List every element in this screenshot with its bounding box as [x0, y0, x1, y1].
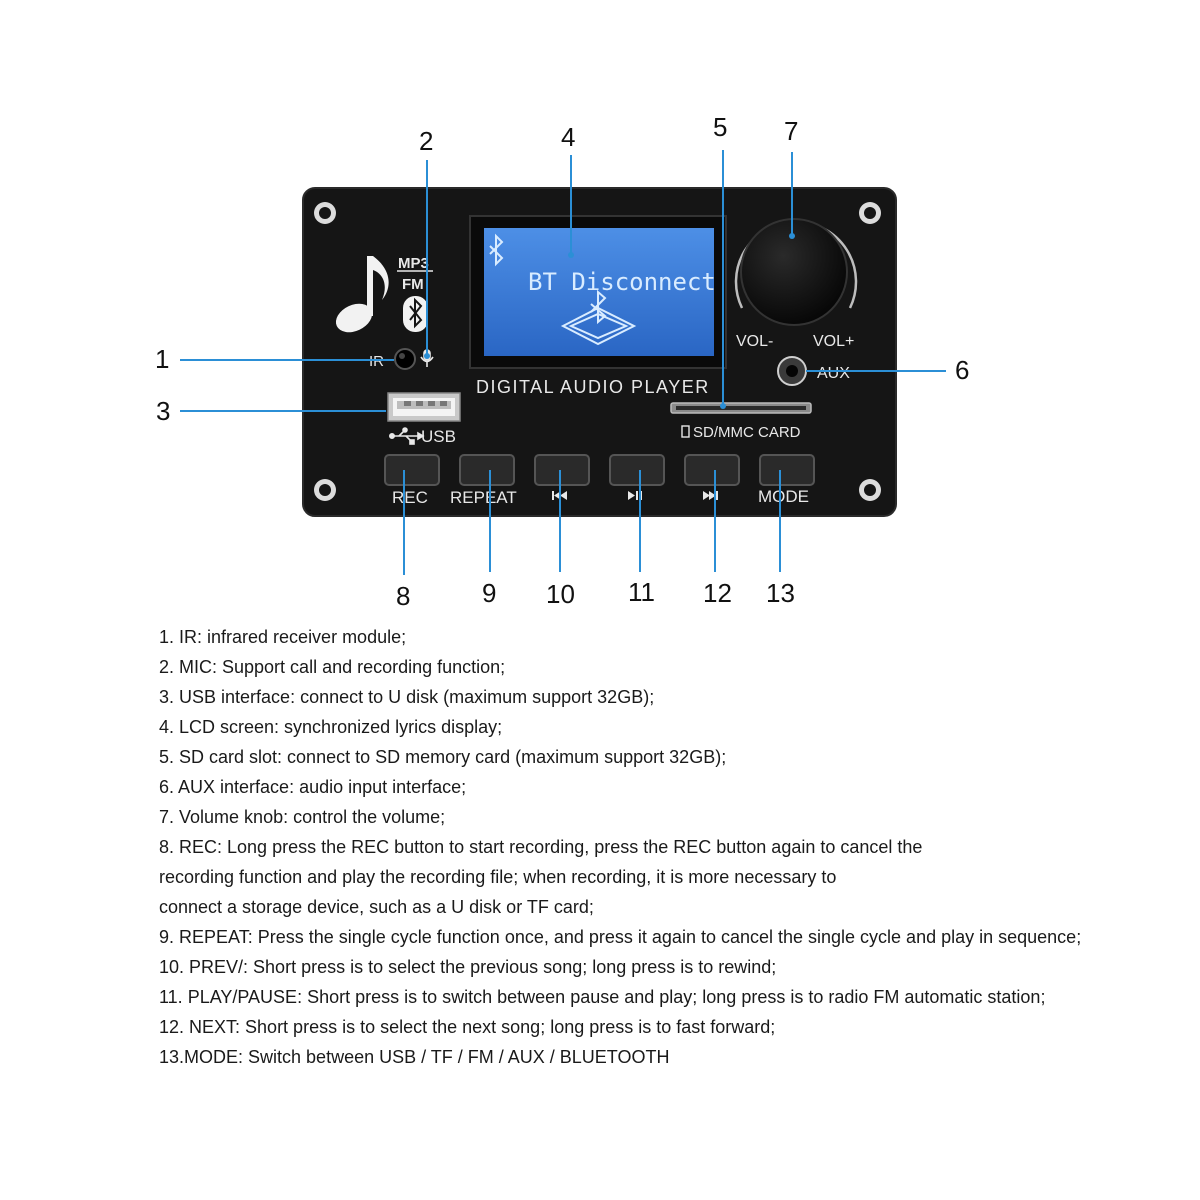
play-pause-button[interactable] [609, 454, 665, 486]
callout-number: 9 [482, 578, 496, 608]
mode-label: MODE [758, 487, 809, 506]
callout-number: 13 [766, 578, 795, 608]
logo-fm: FM [402, 276, 424, 293]
description-line: 7. Volume knob: control the volume; [159, 807, 446, 827]
lcd-status-text: BT Disconnect [528, 268, 716, 296]
usb-port [387, 392, 461, 422]
vol-plus-label: VOL+ [813, 333, 854, 350]
ir-receiver [394, 348, 416, 370]
description-line: 5. SD card slot: connect to SD memory ca… [159, 747, 727, 767]
logo-mp3: MP3 [398, 255, 429, 272]
feature-descriptions: 1. IR: infrared receiver module; 2. MIC:… [159, 622, 1179, 1072]
callout-number: 8 [396, 581, 410, 611]
description-line: 12. NEXT: Short press is to select the n… [159, 1017, 776, 1037]
usb-label: USB [421, 427, 456, 446]
lcd-bt-graphic [560, 289, 637, 346]
description-line: 9. REPEAT: Press the single cycle functi… [159, 927, 1082, 947]
description-line: recording function and play the recordin… [159, 867, 837, 887]
repeat-button[interactable] [459, 454, 515, 486]
callout-dots [424, 233, 795, 409]
description-line: 8. REC: Long press the REC button to sta… [159, 837, 923, 857]
description-line: 4. LCD screen: synchronized lyrics displ… [159, 717, 503, 737]
description-line: 3. USB interface: connect to U disk (max… [159, 687, 655, 707]
callout-number: 1 [155, 344, 169, 374]
callout-number: 7 [784, 116, 798, 146]
callout-number: 11 [628, 577, 655, 607]
rec-button[interactable] [384, 454, 440, 486]
next-icon [703, 491, 718, 500]
description-line: 2. MIC: Support call and recording funct… [159, 657, 506, 677]
description-line: 1. IR: infrared receiver module; [159, 627, 407, 647]
rec-label: REC [392, 488, 428, 507]
callout-number: 12 [703, 578, 732, 608]
repeat-label: REPEAT [450, 488, 517, 507]
board-diagram: MP3 FM IR USB BT Disconnect [155, 112, 969, 611]
callout-number: 4 [561, 122, 575, 152]
aux-label: AUX [817, 365, 850, 382]
description-line: 10. PREV/: Short press is to select the … [159, 957, 777, 977]
callout-number: 5 [713, 112, 727, 142]
callout-number: 6 [955, 355, 969, 385]
mounting-holes [314, 202, 881, 501]
description-line: 6. AUX interface: audio input interface; [159, 777, 467, 797]
ir-label: IR [369, 353, 384, 370]
usb-symbol-icon [388, 427, 425, 445]
vol-minus-label: VOL- [736, 333, 773, 350]
callout-lines [180, 150, 946, 575]
mode-button[interactable] [759, 454, 815, 486]
sd-label: SD/MMC CARD [693, 424, 801, 441]
button-row [384, 454, 815, 486]
description-line: 11. PLAY/PAUSE: Short press is to switch… [159, 987, 1046, 1007]
bluetooth-logo-icon [403, 296, 428, 332]
description-line: connect a storage device, such as a U di… [159, 897, 594, 917]
callout-number: 2 [419, 126, 433, 156]
description-line: 13.MODE: Switch between USB / TF / FM / … [159, 1047, 670, 1067]
sd-card-icon [681, 425, 690, 438]
panel-title: DIGITAL AUDIO PLAYER [476, 377, 710, 397]
volume-knob[interactable] [740, 218, 848, 326]
lcd-bluetooth-icon [489, 233, 504, 267]
next-button[interactable] [684, 454, 740, 486]
music-note-icon [335, 256, 389, 333]
callout-number: 3 [156, 396, 170, 426]
prev-button[interactable] [534, 454, 590, 486]
callout-number: 10 [546, 579, 575, 609]
